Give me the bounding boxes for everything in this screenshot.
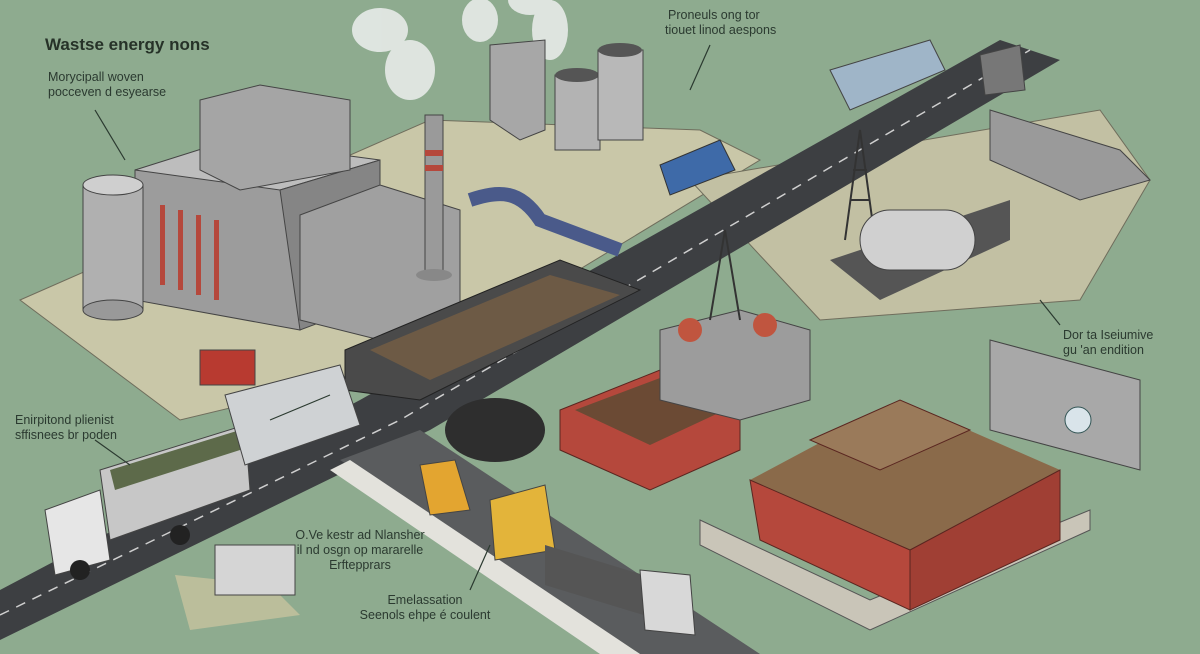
label-line: tiouet linod aespons <box>665 23 777 37</box>
label-line: pocceven d esyearse <box>48 85 167 99</box>
horizontal-tank <box>830 200 1010 300</box>
label-line: Enirpitond plienist <box>15 413 114 427</box>
label-line: Morycipall woven <box>48 70 144 84</box>
callout-lines <box>94 44 1061 591</box>
panel-building <box>989 339 1141 471</box>
red-container <box>199 349 256 386</box>
label-line: il nd osgn op mararelle <box>296 543 424 557</box>
blue-truck <box>659 139 736 196</box>
label-line: O.Ve kestr ad Nlansher <box>295 528 425 542</box>
label-line: Erftepprars <box>329 558 391 572</box>
chimney <box>416 114 452 281</box>
forklift <box>419 459 471 516</box>
garbage-truck-left <box>44 364 361 580</box>
lattice-tower <box>709 129 876 321</box>
process-tanks <box>467 39 644 257</box>
truck-top <box>829 39 1026 111</box>
label-line: Proneuls ong tor <box>668 8 760 22</box>
ramp <box>989 109 1151 201</box>
label-line: Emelassation <box>387 593 463 607</box>
label-line: sffisnees br poden <box>15 428 117 442</box>
label-bottom-center: O.Ve kestr ad Nlansher il nd osgn op mar… <box>280 528 440 573</box>
label-line: Seenols ehpe é coulent <box>359 608 491 622</box>
smoke <box>352 0 568 100</box>
label-left: Enirpitond plienist sffisnees br poden <box>15 413 117 443</box>
label-line: Dor ta Iseiumive <box>1063 328 1154 342</box>
brick-building <box>699 399 1091 631</box>
generator-cart <box>214 544 296 596</box>
diagram-title: Wastse energy nons <box>45 35 210 54</box>
label-top-left: Morycipall woven pocceven d esyearse <box>48 70 166 100</box>
yellow-truck <box>489 484 696 636</box>
label-top-center: Proneuls ong tor tiouet linod aespons <box>665 8 776 38</box>
storage-silo <box>82 174 144 321</box>
label-line: gu 'an endition <box>1063 343 1144 357</box>
label-bottom: Emelassation Seenols ehpe é coulent <box>355 593 495 623</box>
label-right: Dor ta Iseiumive gu 'an endition <box>1063 328 1153 358</box>
garbage-heap <box>445 398 545 462</box>
